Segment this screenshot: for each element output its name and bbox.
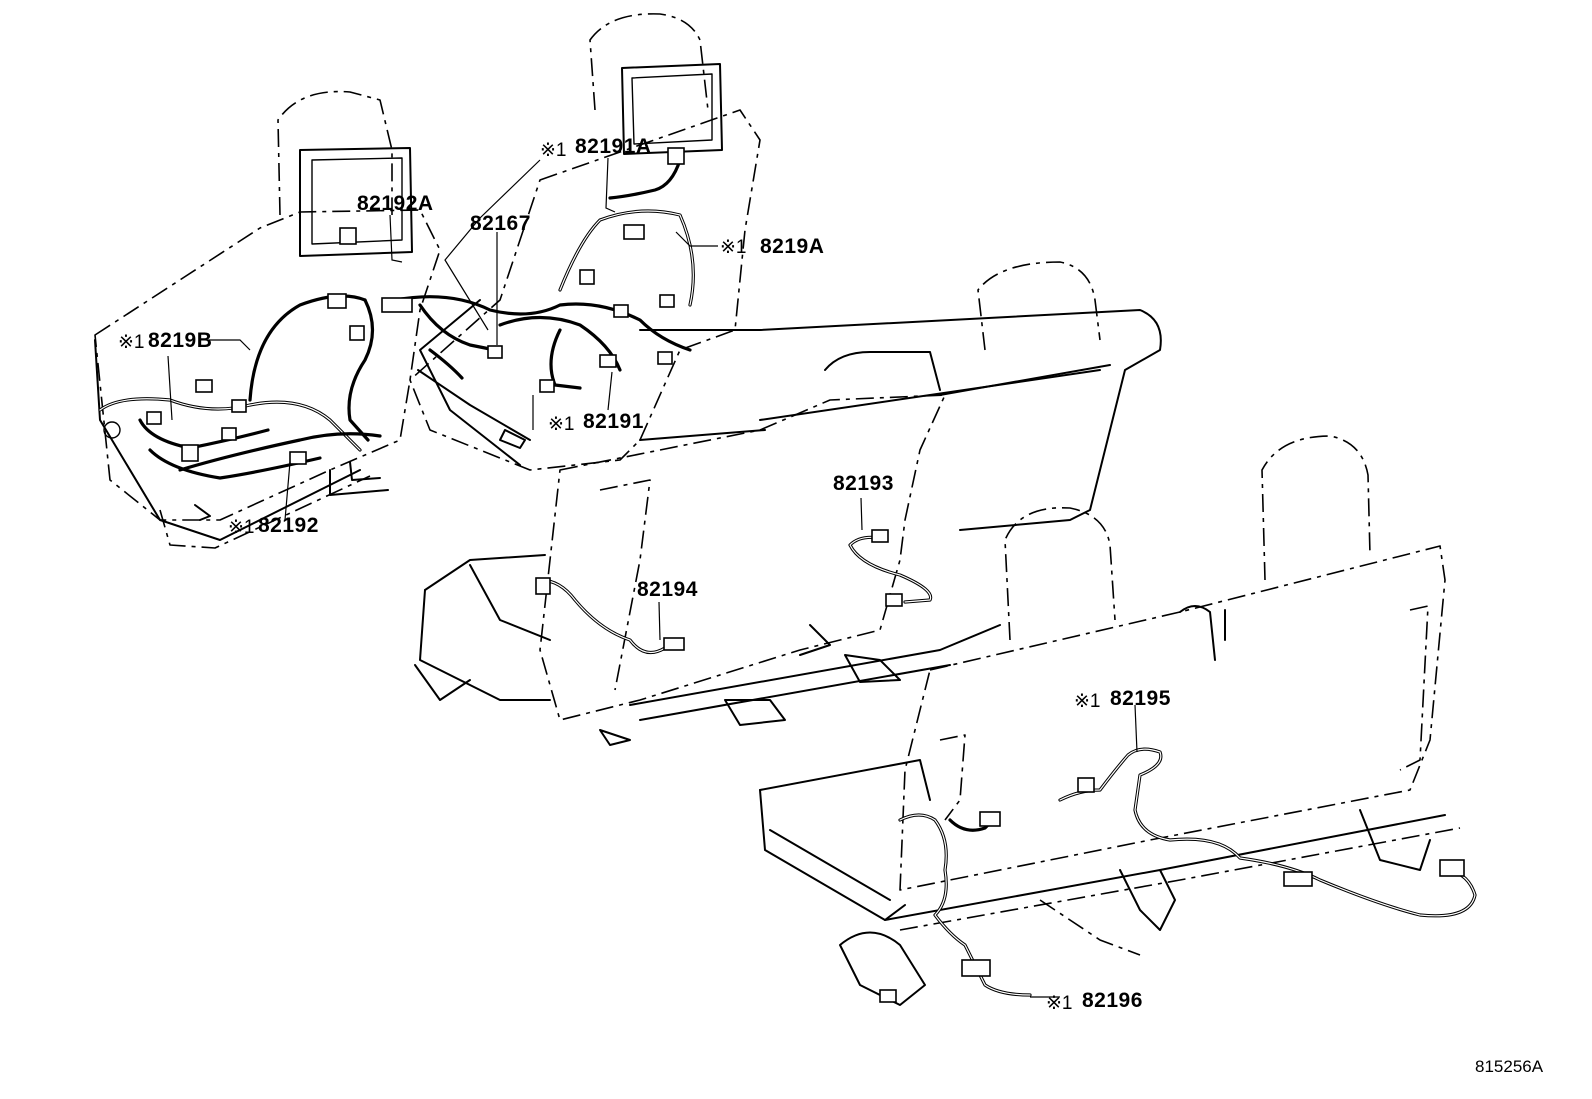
note-mark-82191: ※1 bbox=[548, 414, 575, 435]
front-left-seat bbox=[94, 90, 441, 549]
front-right-seat bbox=[381, 13, 761, 471]
label-82196: 82196 bbox=[1082, 989, 1143, 1012]
note-mark-8219A: ※1 bbox=[720, 237, 747, 258]
label-82167: 82167 bbox=[470, 212, 531, 235]
note-mark-82192: ※1 bbox=[228, 517, 255, 538]
label-82191A: 82191A bbox=[575, 135, 652, 158]
second-row-seat bbox=[414, 261, 1162, 746]
note-mark-82196: ※1 bbox=[1046, 993, 1073, 1014]
label-82191: 82191 bbox=[583, 410, 644, 433]
label-8219B: 8219B bbox=[148, 329, 212, 352]
label-82195: 82195 bbox=[1110, 687, 1171, 710]
leader-lines bbox=[167, 157, 1138, 998]
label-82192: 82192 bbox=[258, 514, 319, 537]
part-labels: 82192A ※1 82191A 82167 ※1 8219A ※1 8219B… bbox=[118, 135, 1544, 1076]
note-mark-82195: ※1 bbox=[1074, 691, 1101, 712]
diagram-code: 815256A bbox=[1475, 1057, 1544, 1076]
label-82192A: 82192A bbox=[357, 192, 434, 215]
third-row-seat bbox=[759, 435, 1477, 1006]
note-mark-82191A: ※1 bbox=[540, 140, 567, 161]
label-82194: 82194 bbox=[637, 578, 698, 601]
label-8219A: 8219A bbox=[760, 235, 824, 258]
note-mark-8219B: ※1 bbox=[118, 332, 145, 353]
label-82193: 82193 bbox=[833, 472, 894, 495]
